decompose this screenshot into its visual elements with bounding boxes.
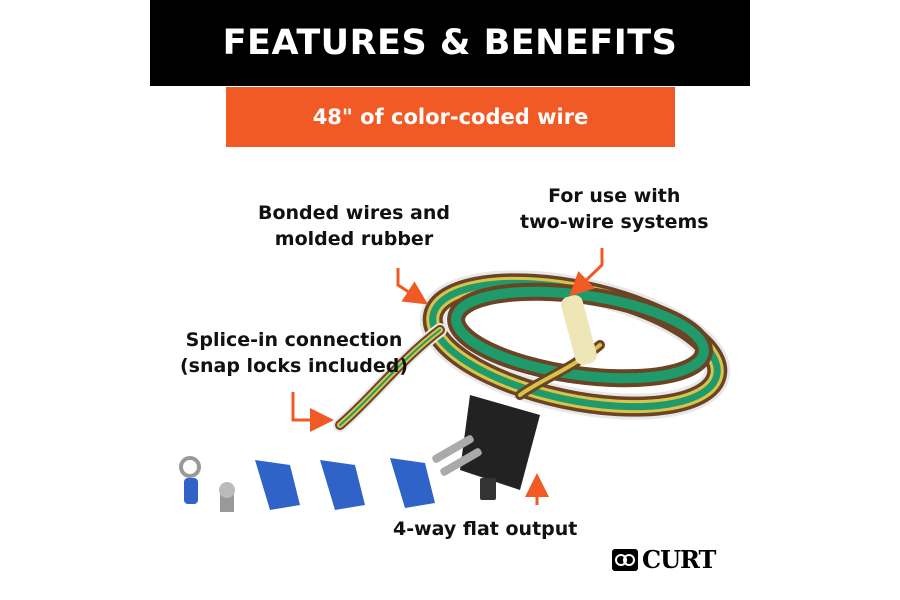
callout-output: 4-way flat output — [393, 518, 578, 540]
callout-line: (snap locks included) — [180, 355, 409, 377]
brand-name: CURT — [642, 545, 716, 574]
callout-line: For use with — [548, 185, 681, 207]
header-banner: FEATURES & BENEFITS — [150, 0, 750, 86]
callout-arrows — [291, 248, 604, 505]
callout-line: molded rubber — [274, 228, 434, 250]
callout-two-wire: For use with two-wire systems — [520, 183, 709, 235]
subheader-text: 48" of color-coded wire — [312, 105, 589, 129]
callout-line: two-wire systems — [520, 211, 709, 233]
callout-line: Splice-in connection — [185, 329, 403, 351]
header-title: FEATURES & BENEFITS — [222, 23, 678, 63]
snap-lock-clips — [255, 458, 435, 510]
screw — [219, 482, 235, 512]
callout-bonded-wires: Bonded wires and molded rubber — [258, 200, 450, 252]
subheader-banner: 48" of color-coded wire — [226, 87, 675, 147]
brand-logo: CURT — [612, 545, 716, 574]
callout-line: Bonded wires and — [258, 202, 450, 224]
ring-terminal — [179, 456, 201, 504]
flat-connector — [432, 395, 540, 500]
curt-logo-icon — [612, 548, 638, 571]
wire-tie — [561, 295, 597, 365]
callout-splice: Splice-in connection (snap locks include… — [180, 327, 408, 379]
